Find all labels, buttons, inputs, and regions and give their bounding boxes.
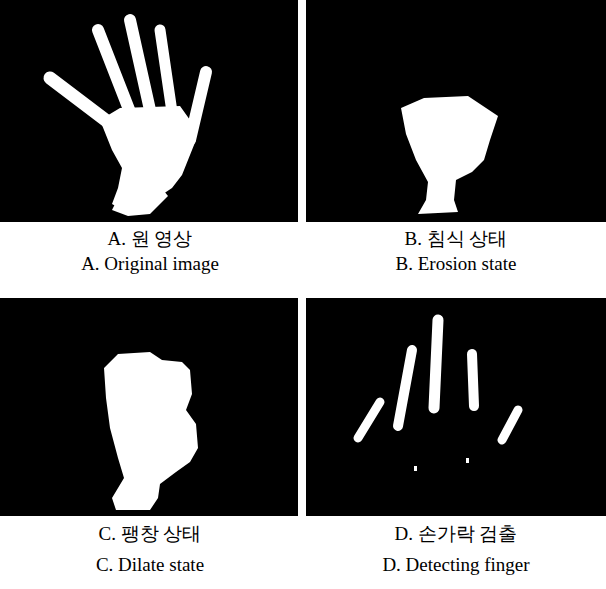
caption-english: B. Erosion state xyxy=(396,252,517,276)
panel-ground xyxy=(306,298,606,516)
caption-korean: C. 팽창 상태 xyxy=(99,522,202,546)
caption-korean: D. 손가락 검출 xyxy=(395,522,518,546)
caption-korean: B. 침식 상태 xyxy=(405,227,508,251)
hand-wrist xyxy=(112,186,168,216)
caption-english: A. Original image xyxy=(81,252,219,276)
eroded-blob xyxy=(401,96,498,214)
detected-fingers xyxy=(358,320,518,440)
dilate-image xyxy=(0,298,298,516)
caption-korean: A. 원 영상 xyxy=(108,227,193,251)
noise-dot xyxy=(414,466,417,471)
original-image xyxy=(0,0,298,222)
caption-english: C. Dilate state xyxy=(96,553,204,577)
panel-ground xyxy=(306,0,606,222)
noise-dot xyxy=(466,458,469,463)
erosion-image xyxy=(306,0,606,222)
panel-ground xyxy=(0,298,298,516)
caption-english: D. Detecting finger xyxy=(382,553,529,577)
panel-ground xyxy=(0,0,298,222)
dilated-blob xyxy=(104,352,198,510)
finger-image xyxy=(306,298,606,516)
